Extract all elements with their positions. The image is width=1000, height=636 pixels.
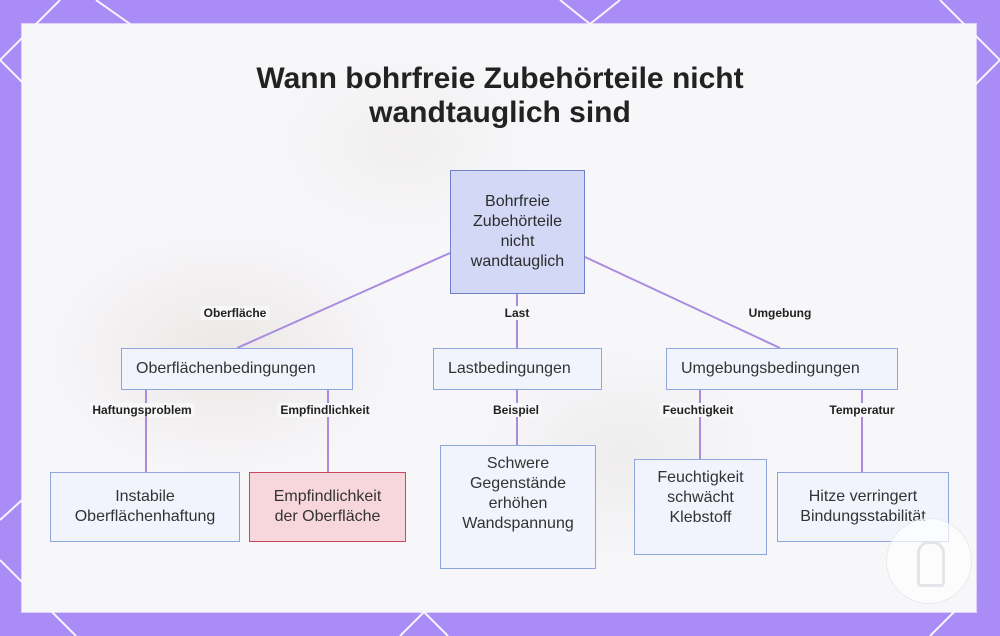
node-feuchtigkeit-klebstoff: Feuchtigkeit schwächt Klebstoff [634, 459, 767, 555]
node-umgebungsbedingungen: Umgebungsbedingungen [666, 348, 898, 390]
watermark-logo [886, 518, 972, 604]
node-instabile-oberflaechenhaftung: Instabile Oberflächenhaftung [50, 472, 240, 542]
node-lastbedingungen: Lastbedingungen [433, 348, 602, 390]
edge-label-last: Last [501, 306, 533, 320]
edge-label-oberflaeche: Oberfläche [200, 306, 270, 320]
edge-label-feuchtigkeit: Feuchtigkeit [659, 403, 737, 417]
edge-label-umgebung: Umgebung [745, 306, 815, 320]
node-schwere-gegenstaende: Schwere Gegenstände erhöhen Wandspannung [440, 445, 596, 569]
node-oberflaechenbedingungen: Oberflächenbedingungen [121, 348, 353, 390]
root-node: Bohrfreie Zubehörteile nicht wandtauglic… [450, 170, 585, 294]
node-empfindlichkeit-der-oberflaeche: Empfindlichkeit der Oberfläche [249, 472, 406, 542]
edge-label-temperatur: Temperatur [826, 403, 898, 417]
edge-label-beispiel: Beispiel [489, 403, 543, 417]
logo-glyph-icon [917, 541, 945, 587]
connector-root-umgebung [584, 256, 781, 349]
edge-label-empfindlichkeit: Empfindlichkeit [277, 403, 373, 417]
connector-root-oberflaeche [236, 252, 451, 349]
diagram-title: Wann bohrfreie Zubehörteile nicht wandta… [256, 62, 744, 129]
edge-label-haftungsproblem: Haftungsproblem [89, 403, 195, 417]
